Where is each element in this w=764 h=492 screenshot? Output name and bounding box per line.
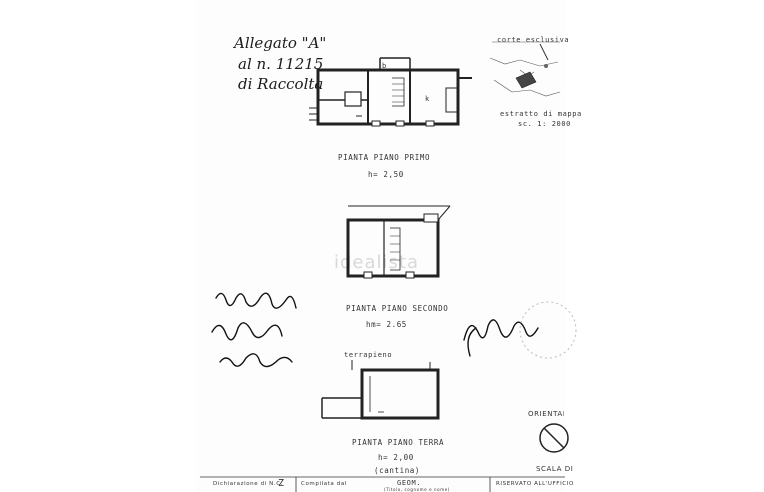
footer-declaration: Dichiarazione di N.C. <box>213 481 284 487</box>
floor-3-note: (cantina) <box>374 466 421 475</box>
map-inset-caption: estratto di mappa <box>500 110 582 118</box>
orientation-label: ORIENTAMENTO <box>528 410 564 418</box>
footer-profession: GEOM. <box>397 479 422 487</box>
signatures <box>211 292 539 368</box>
footer-compiled-by: Compilata dal <box>301 481 347 487</box>
scale-label: SCALA DI <box>536 465 574 473</box>
terrapieno-label: terrapieno <box>344 351 393 359</box>
watermark: idealista <box>334 252 419 273</box>
map-inset-title: corte esclusiva <box>497 36 570 44</box>
annotation-line-2: al n. 11215 <box>238 55 324 73</box>
map-inset-scale: sc. 1: 2000 <box>518 120 571 128</box>
annotation-line-3: di Raccolta <box>238 75 324 93</box>
plan-secondo <box>346 205 451 279</box>
floor-1-height: h= 2,50 <box>368 170 404 179</box>
floor-3-name: PIANTA PIANO TERRA <box>352 438 445 447</box>
floor-3-height: h= 2,00 <box>378 453 414 462</box>
footer-reserved: RISERVATO ALL'UFFICIO <box>496 481 574 487</box>
plan-primo <box>309 57 472 127</box>
floor-1-room-k: k <box>425 95 430 103</box>
plan-terra <box>321 360 440 420</box>
map-inset <box>489 41 561 97</box>
cadastral-sheet <box>196 0 565 492</box>
annotation-line-1: Allegato "A" <box>234 34 327 52</box>
floor-1-room-b: b <box>382 62 387 70</box>
floor-2-name: PIANTA PIANO SECONDO <box>346 304 449 313</box>
floor-2-height: hm= 2.65 <box>366 320 407 329</box>
stamp-marks <box>519 301 577 453</box>
footer-declaration-mark: Z <box>278 478 285 489</box>
footer-subline: (Titolo, cognome e nome) <box>384 487 450 492</box>
footer-rules <box>200 476 565 492</box>
floor-1-name: PIANTA PIANO PRIMO <box>338 153 431 162</box>
